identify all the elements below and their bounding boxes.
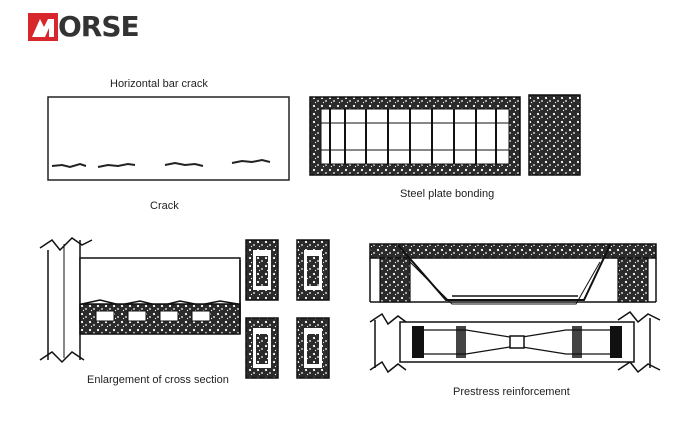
prestress-tendon: [397, 244, 611, 301]
caption-steel-plate-bonding: Steel plate bonding: [400, 188, 495, 200]
logo-text: ORSE: [58, 10, 140, 43]
crack-line-2: [97, 162, 136, 168]
crack-line-3: [164, 161, 204, 167]
crack-beam-panel: [47, 96, 290, 181]
crack-line-1: [51, 162, 87, 169]
bonded-beam-section: [528, 94, 581, 176]
steel-straps: [329, 109, 497, 164]
right-anchor: [610, 326, 622, 358]
prestress-beam-plan: [399, 321, 635, 363]
logo-mark-icon: [28, 13, 58, 41]
left-anchor: [412, 326, 424, 358]
beam-web-opening: [320, 108, 510, 165]
caption-prestress-reinforcement: Prestress reinforcement: [453, 386, 570, 398]
steel-plate-bonding-panel: [309, 94, 581, 176]
caption-horizontal-bar-crack: Horizontal bar crack: [110, 78, 208, 90]
caption-crack: Crack: [150, 200, 179, 212]
prestress-beam-top: [369, 243, 657, 259]
crack-line-4: [231, 158, 271, 164]
right-support-block: [617, 257, 649, 303]
prestress-panel: [369, 243, 661, 374]
enlargement-panel: [39, 237, 330, 379]
caption-enlargement-of-cross-section: Enlargement of cross section: [87, 374, 229, 386]
brand-logo: ORSE: [28, 10, 140, 43]
left-support-block: [379, 257, 411, 303]
center-coupler: [509, 335, 525, 349]
cracked-beam: [47, 96, 290, 181]
